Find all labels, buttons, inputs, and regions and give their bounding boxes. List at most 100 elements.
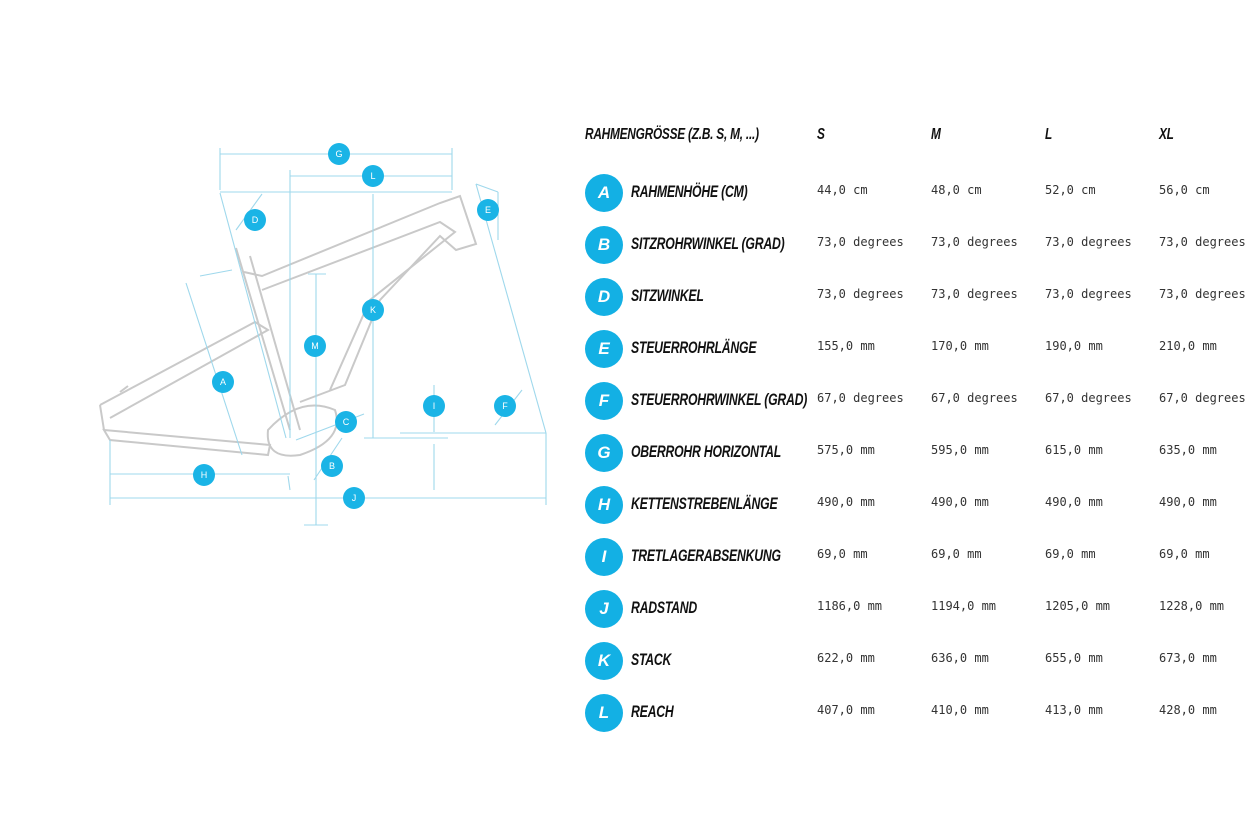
table-row: A RAHMENHÖHE (CM) 44,0 cm 48,0 cm 52,0 c… bbox=[0, 174, 1260, 226]
value-xl: 56,0 cm bbox=[1159, 183, 1210, 197]
svg-text:J: J bbox=[352, 493, 357, 503]
table-row: B SITZROHRWINKEL (GRAD) 73,0 degrees 73,… bbox=[0, 226, 1260, 278]
row-label: SITZROHRWINKEL (GRAD) bbox=[631, 234, 785, 253]
value-xl: 67,0 degrees bbox=[1159, 391, 1246, 405]
row-label: RAHMENHÖHE (CM) bbox=[631, 182, 748, 201]
marker-l: L bbox=[362, 165, 384, 187]
value-m: 67,0 degrees bbox=[931, 391, 1018, 405]
value-xl: 73,0 degrees bbox=[1159, 287, 1246, 301]
value-m: 595,0 mm bbox=[931, 443, 989, 457]
svg-text:A: A bbox=[220, 377, 226, 387]
header-size-l: L bbox=[1045, 126, 1053, 143]
table-row: I TRETLAGERABSENKUNG 69,0 mm 69,0 mm 69,… bbox=[0, 538, 1260, 590]
value-l: 67,0 degrees bbox=[1045, 391, 1132, 405]
svg-text:D: D bbox=[252, 215, 259, 225]
value-xl: 210,0 mm bbox=[1159, 339, 1217, 353]
row-label: SITZWINKEL bbox=[631, 286, 704, 305]
value-s: 73,0 degrees bbox=[817, 235, 904, 249]
table-row: J RADSTAND 1186,0 mm 1194,0 mm 1205,0 mm… bbox=[0, 590, 1260, 642]
letter-badge: L bbox=[585, 694, 623, 732]
table-row: E STEUERROHRLÄNGE 155,0 mm 170,0 mm 190,… bbox=[0, 330, 1260, 382]
value-m: 48,0 cm bbox=[931, 183, 982, 197]
letter-badge: D bbox=[585, 278, 623, 316]
header-size-xl: XL bbox=[1159, 126, 1174, 143]
value-l: 413,0 mm bbox=[1045, 703, 1103, 717]
table-row: G OBERROHR HORIZONTAL 575,0 mm 595,0 mm … bbox=[0, 434, 1260, 486]
value-l: 73,0 degrees bbox=[1045, 287, 1132, 301]
value-m: 410,0 mm bbox=[931, 703, 989, 717]
marker-b: B bbox=[321, 455, 343, 477]
value-l: 490,0 mm bbox=[1045, 495, 1103, 509]
header-size-s: S bbox=[817, 126, 825, 143]
letter-badge: I bbox=[585, 538, 623, 576]
value-l: 73,0 degrees bbox=[1045, 235, 1132, 249]
row-label: STEUERROHRLÄNGE bbox=[631, 338, 757, 357]
value-m: 73,0 degrees bbox=[931, 235, 1018, 249]
value-s: 67,0 degrees bbox=[817, 391, 904, 405]
svg-text:L: L bbox=[370, 171, 375, 181]
value-s: 69,0 mm bbox=[817, 547, 868, 561]
value-m: 73,0 degrees bbox=[931, 287, 1018, 301]
value-s: 490,0 mm bbox=[817, 495, 875, 509]
letter-badge: B bbox=[585, 226, 623, 264]
value-xl: 635,0 mm bbox=[1159, 443, 1217, 457]
letter-badge: E bbox=[585, 330, 623, 368]
letter-badge: G bbox=[585, 434, 623, 472]
row-label: KETTENSTREBENLÄNGE bbox=[631, 494, 778, 513]
row-label: OBERROHR HORIZONTAL bbox=[631, 442, 782, 461]
value-xl: 69,0 mm bbox=[1159, 547, 1210, 561]
value-s: 44,0 cm bbox=[817, 183, 868, 197]
table-row: H KETTENSTREBENLÄNGE 490,0 mm 490,0 mm 4… bbox=[0, 486, 1260, 538]
letter-badge: H bbox=[585, 486, 623, 524]
frame-outline bbox=[99, 194, 478, 457]
value-l: 190,0 mm bbox=[1045, 339, 1103, 353]
row-label: STACK bbox=[631, 650, 672, 669]
row-label: REACH bbox=[631, 702, 674, 721]
value-s: 73,0 degrees bbox=[817, 287, 904, 301]
value-s: 575,0 mm bbox=[817, 443, 875, 457]
value-s: 155,0 mm bbox=[817, 339, 875, 353]
row-label: TRETLAGERABSENKUNG bbox=[631, 546, 781, 565]
value-m: 170,0 mm bbox=[931, 339, 989, 353]
value-xl: 490,0 mm bbox=[1159, 495, 1217, 509]
value-m: 69,0 mm bbox=[931, 547, 982, 561]
value-s: 622,0 mm bbox=[817, 651, 875, 665]
marker-m: M bbox=[304, 335, 326, 357]
header-size-m: M bbox=[931, 126, 941, 143]
value-m: 636,0 mm bbox=[931, 651, 989, 665]
svg-text:F: F bbox=[502, 401, 508, 411]
value-l: 615,0 mm bbox=[1045, 443, 1103, 457]
table-row: D SITZWINKEL 73,0 degrees 73,0 degrees 7… bbox=[0, 278, 1260, 330]
svg-text:M: M bbox=[311, 341, 319, 351]
marker-f: F bbox=[494, 395, 516, 417]
marker-k: K bbox=[362, 299, 384, 321]
marker-a: A bbox=[212, 371, 234, 393]
letter-badge: A bbox=[585, 174, 623, 212]
svg-text:H: H bbox=[201, 470, 208, 480]
table-row: F STEUERROHRWINKEL (GRAD) 67,0 degrees 6… bbox=[0, 382, 1260, 434]
row-label: STEUERROHRWINKEL (GRAD) bbox=[631, 390, 808, 409]
svg-text:C: C bbox=[343, 417, 350, 427]
header-frame-size: RAHMENGRÖSSE (Z.B. S, M, ...) bbox=[585, 126, 759, 143]
marker-c: C bbox=[335, 411, 357, 433]
value-l: 52,0 cm bbox=[1045, 183, 1096, 197]
value-l: 655,0 mm bbox=[1045, 651, 1103, 665]
marker-d: D bbox=[244, 209, 266, 231]
value-l: 69,0 mm bbox=[1045, 547, 1096, 561]
marker-j: J bbox=[343, 487, 365, 509]
svg-text:K: K bbox=[370, 305, 376, 315]
table-row: K STACK 622,0 mm 636,0 mm 655,0 mm 673,0… bbox=[0, 642, 1260, 694]
table-row: L REACH 407,0 mm 410,0 mm 413,0 mm 428,0… bbox=[0, 694, 1260, 746]
svg-text:E: E bbox=[485, 205, 491, 215]
marker-g: G bbox=[328, 143, 350, 165]
value-m: 1194,0 mm bbox=[931, 599, 997, 613]
marker-i: I bbox=[423, 395, 445, 417]
value-xl: 428,0 mm bbox=[1159, 703, 1217, 717]
value-xl: 1228,0 mm bbox=[1159, 599, 1225, 613]
value-s: 407,0 mm bbox=[817, 703, 875, 717]
marker-h: H bbox=[193, 464, 215, 486]
value-l: 1205,0 mm bbox=[1045, 599, 1111, 613]
letter-badge: K bbox=[585, 642, 623, 680]
